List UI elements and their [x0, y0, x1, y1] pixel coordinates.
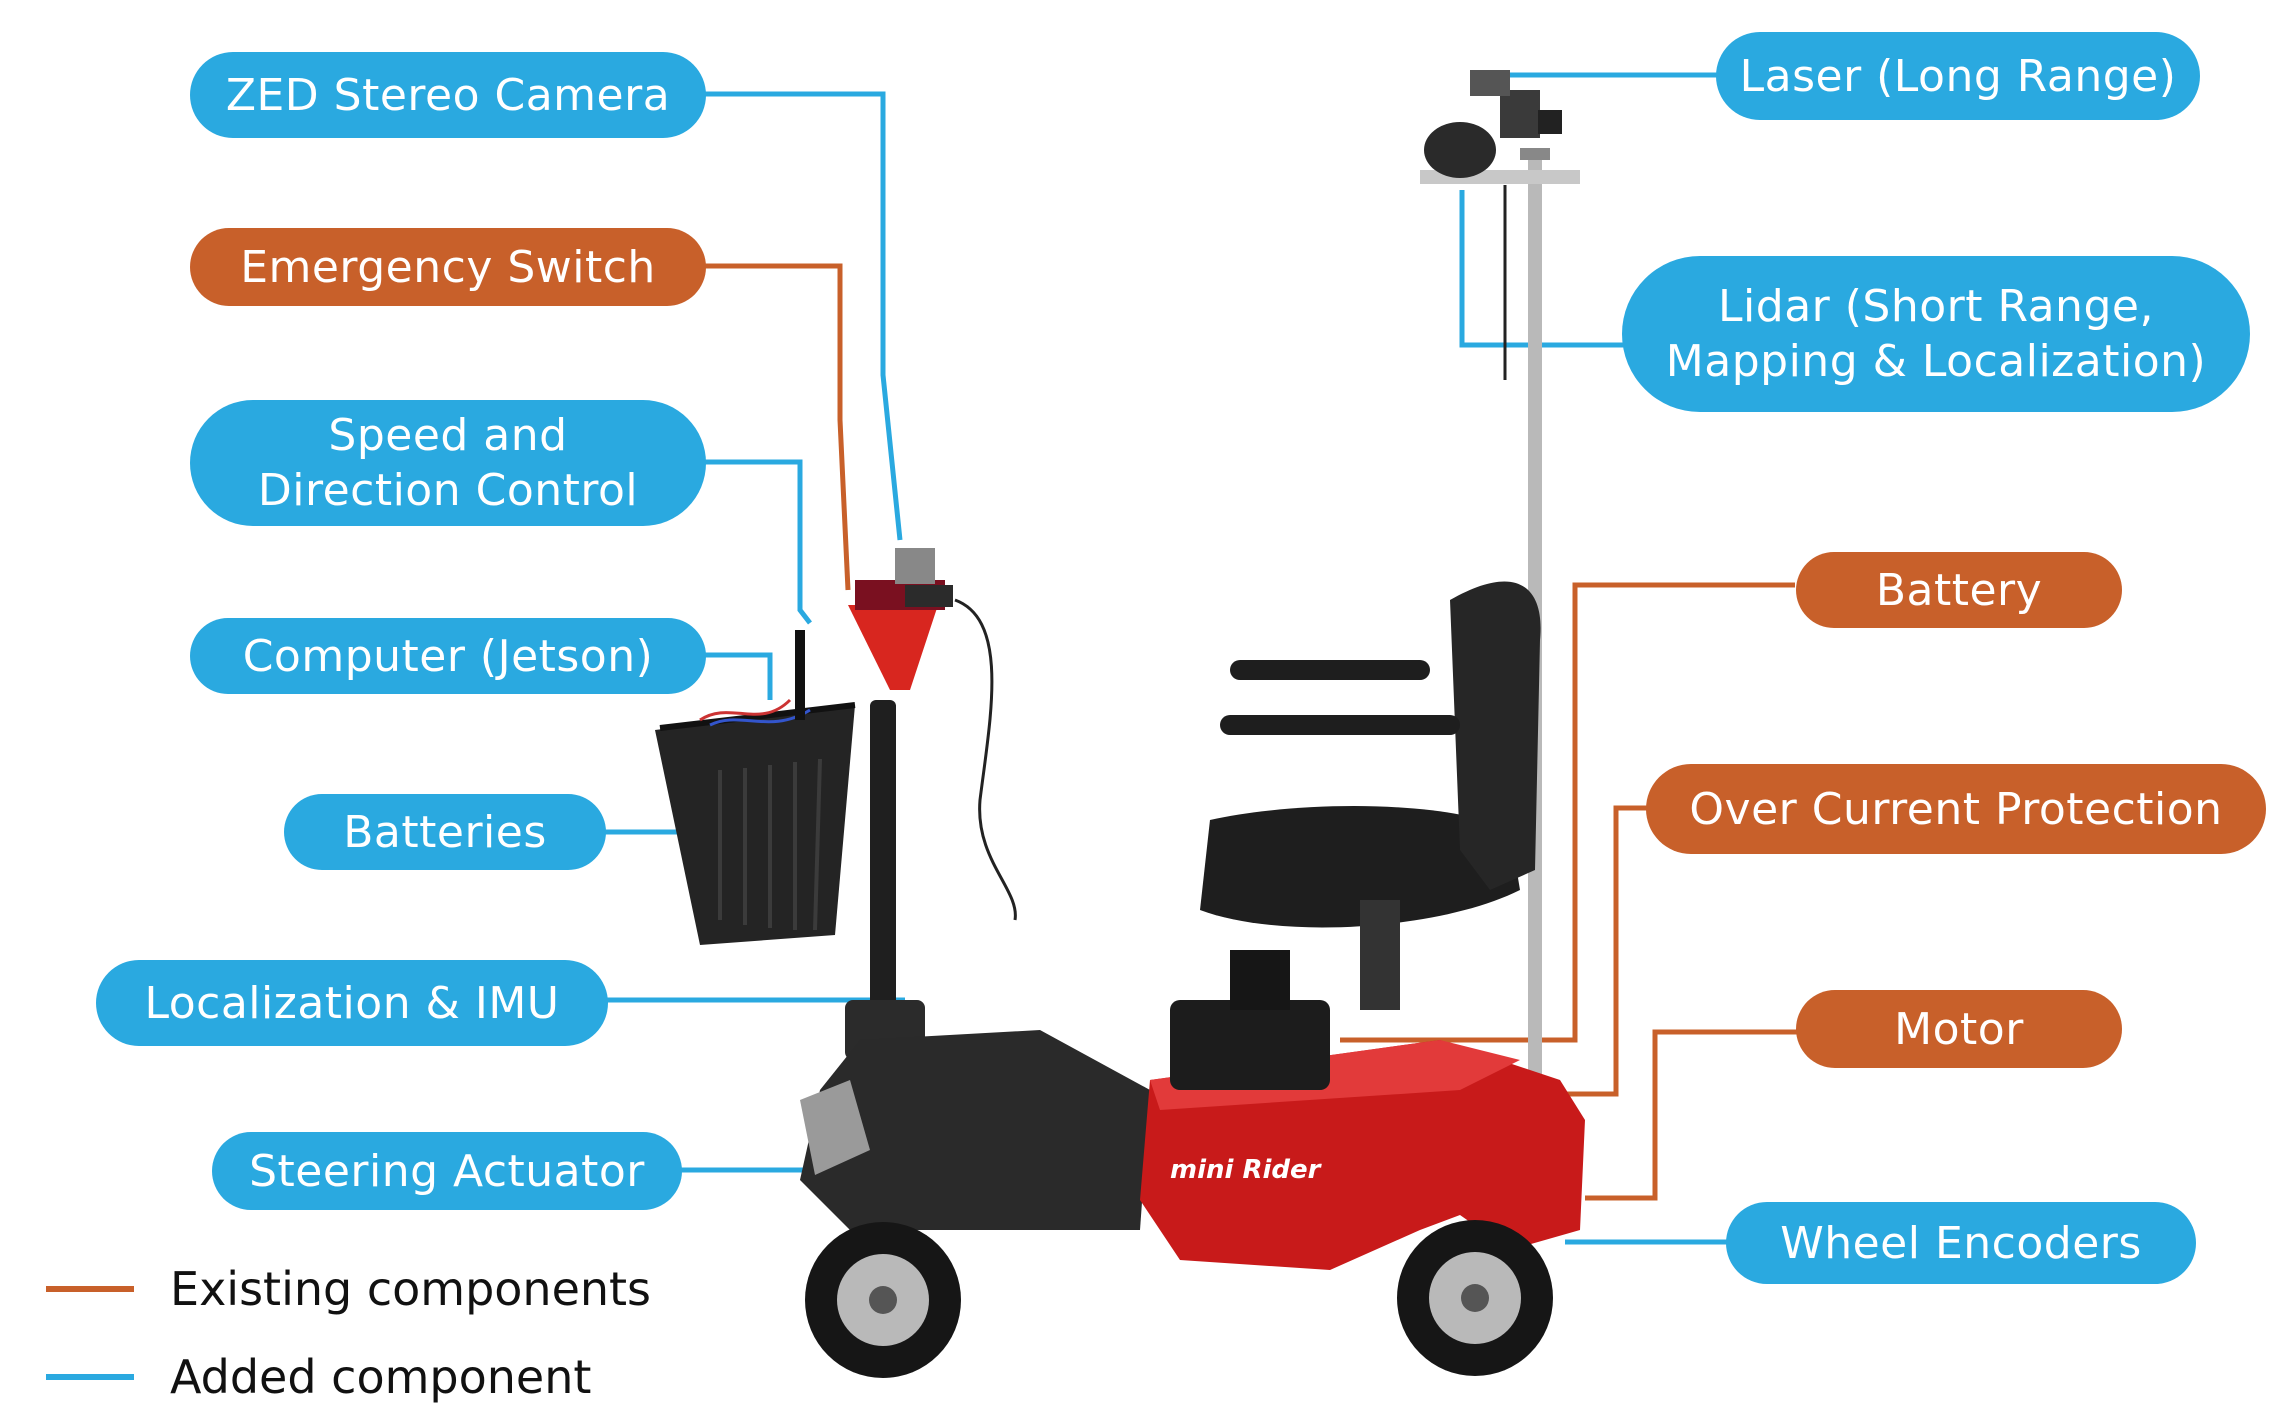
label-lidar: Lidar (Short Range, Mapping & Localizati…	[1622, 256, 2250, 412]
legend-added-label: Added component	[170, 1350, 592, 1404]
label-computer-jetson: Computer (Jetson)	[190, 618, 706, 694]
svg-text:mini Rider: mini Rider	[1170, 1155, 1323, 1185]
scooter-body: mini Rider	[1140, 950, 1585, 1270]
front-wheel	[805, 1222, 961, 1378]
label-over-current-protection: Over Current Protection	[1646, 764, 2266, 854]
label-laser-long-range: Laser (Long Range)	[1716, 32, 2200, 120]
label-emergency-switch: Emergency Switch	[190, 228, 706, 306]
label-localization-imu: Localization & IMU	[96, 960, 608, 1046]
connector-speed	[700, 459, 812, 625]
label-batteries: Batteries	[284, 794, 606, 870]
tiller	[845, 548, 1017, 1060]
label-motor: Motor	[1796, 990, 2122, 1068]
connector-lidar	[1459, 190, 1625, 348]
front-basket	[655, 630, 856, 945]
connector-battery	[1340, 582, 1795, 1043]
scooter-seat	[1200, 581, 1541, 1010]
sensor-mast	[1420, 70, 1580, 1080]
legend-existing-swatch	[46, 1286, 134, 1292]
connector-computer	[700, 652, 773, 700]
connector-zed	[700, 91, 903, 541]
connector-motor	[1585, 1029, 1797, 1201]
label-wheel-encoders: Wheel Encoders	[1726, 1202, 2196, 1284]
legend-existing-label: Existing components	[170, 1262, 652, 1316]
label-battery: Battery	[1796, 552, 2122, 628]
rear-wheel	[1397, 1220, 1553, 1376]
scooter-deck	[800, 1030, 1150, 1230]
legend-existing: Existing components	[46, 1262, 651, 1316]
legend-added: Added component	[46, 1350, 591, 1404]
label-zed-stereo-camera: ZED Stereo Camera	[190, 52, 706, 138]
connector-emergency	[700, 263, 851, 591]
label-steering-actuator: Steering Actuator	[212, 1132, 682, 1210]
label-speed-direction-control: Speed and Direction Control	[190, 400, 706, 526]
legend-added-swatch	[46, 1374, 134, 1380]
